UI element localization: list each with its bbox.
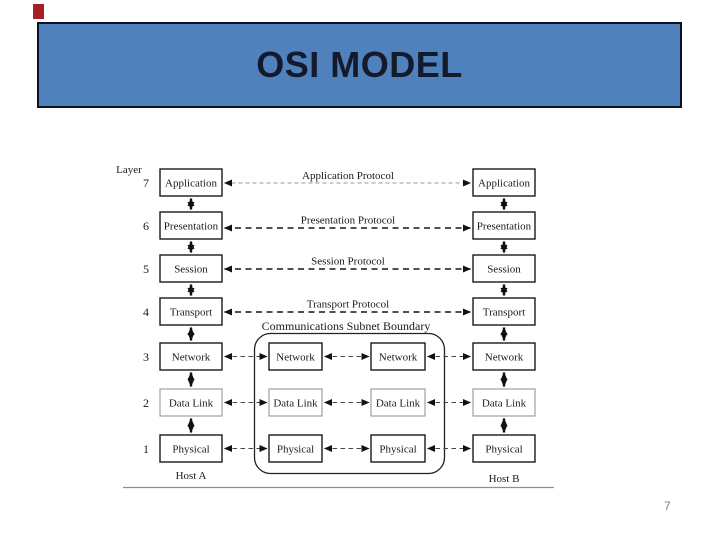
layer-box-label: Application xyxy=(165,178,217,190)
layer-number-6: 6 xyxy=(143,219,149,233)
layer-box-datalink-host-b xyxy=(472,388,536,417)
osi-model-diagram: Layer 7 6 5 4 3 2 1 Application Presenta… xyxy=(116,164,554,489)
layer-number-4: 4 xyxy=(143,305,149,319)
subnet-node-label: Physical xyxy=(277,444,314,456)
protocol-label-application: Application Protocol xyxy=(302,170,394,182)
host-a-stack: Application Presentation Session Transpo… xyxy=(159,168,223,482)
layer-box-label: Presentation xyxy=(477,221,532,233)
layer-box-label: Data Link xyxy=(482,398,527,410)
subnet-node-label: Network xyxy=(276,352,315,364)
layer-box-label: Network xyxy=(172,352,211,364)
subnet-boundary-label: Communications Subnet Boundary xyxy=(262,319,431,333)
layer-number-2: 2 xyxy=(143,396,149,410)
subnet-node-physical-1 xyxy=(268,434,323,463)
subnet-node-network-2 xyxy=(370,342,426,371)
subnet-node-label: Physical xyxy=(379,444,416,456)
slide-title: OSI MODEL xyxy=(256,44,463,85)
host-b-label: Host B xyxy=(489,473,520,485)
title-bar: OSI MODEL xyxy=(37,22,682,108)
protocol-label-session: Session Protocol xyxy=(311,256,385,268)
layer-box-physical-host-a xyxy=(159,434,223,463)
layer-box-physical-host-b xyxy=(472,434,536,463)
layer-box-presentation-host-b xyxy=(472,211,536,240)
subnet-node-datalink-2 xyxy=(370,388,426,417)
lower-layer-connectors xyxy=(224,353,471,452)
layer-box-label: Data Link xyxy=(169,398,214,410)
layer-box-label: Physical xyxy=(485,444,522,456)
layer-number-1: 1 xyxy=(143,442,149,456)
layer-box-network-host-b xyxy=(472,342,536,371)
layer-index-column: Layer 7 6 5 4 3 2 1 xyxy=(116,164,149,456)
layer-box-label: Network xyxy=(485,352,524,364)
layer-box-presentation-host-a xyxy=(159,211,223,240)
layer-header-label: Layer xyxy=(116,164,142,176)
subnet-node-label: Data Link xyxy=(376,398,421,410)
subnet-node-physical-2 xyxy=(370,434,426,463)
layer-box-transport-host-b xyxy=(472,297,536,326)
layer-box-datalink-host-a xyxy=(159,388,223,417)
layer-box-label: Session xyxy=(174,264,208,276)
layer-box-label: Physical xyxy=(172,444,209,456)
host-b-stack: Application Presentation Session Transpo… xyxy=(472,168,536,485)
layer-box-session-host-a xyxy=(159,254,223,283)
subnet-node-label: Network xyxy=(379,352,418,364)
layer-box-label: Presentation xyxy=(164,221,219,233)
subnet-node-label: Data Link xyxy=(273,398,318,410)
layer-number-7: 7 xyxy=(143,176,149,190)
layer-number-3: 3 xyxy=(143,350,149,364)
protocol-label-presentation: Presentation Protocol xyxy=(301,215,395,227)
layer-box-transport-host-a xyxy=(159,297,223,326)
layer-box-label: Transport xyxy=(170,307,212,319)
layer-box-label: Session xyxy=(487,264,521,276)
page-number: 7 xyxy=(664,499,671,513)
layer-box-application-host-a xyxy=(159,168,223,197)
host-a-label: Host A xyxy=(176,470,207,482)
layer-box-network-host-a xyxy=(159,342,223,371)
layer-number-5: 5 xyxy=(143,262,149,276)
layer-box-label: Application xyxy=(478,178,530,190)
layer-box-label: Transport xyxy=(483,307,525,319)
communications-subnet: Communications Subnet Boundary Network D… xyxy=(253,319,446,475)
layer-box-application-host-b xyxy=(472,168,536,197)
subnet-node-network-1 xyxy=(268,342,323,371)
subnet-node-datalink-1 xyxy=(268,388,323,417)
red-accent-mark xyxy=(33,4,44,19)
protocol-label-transport: Transport Protocol xyxy=(307,299,389,311)
peer-protocol-arrows: Application Protocol Presentation Protoc… xyxy=(224,170,471,316)
layer-box-session-host-b xyxy=(472,254,536,283)
